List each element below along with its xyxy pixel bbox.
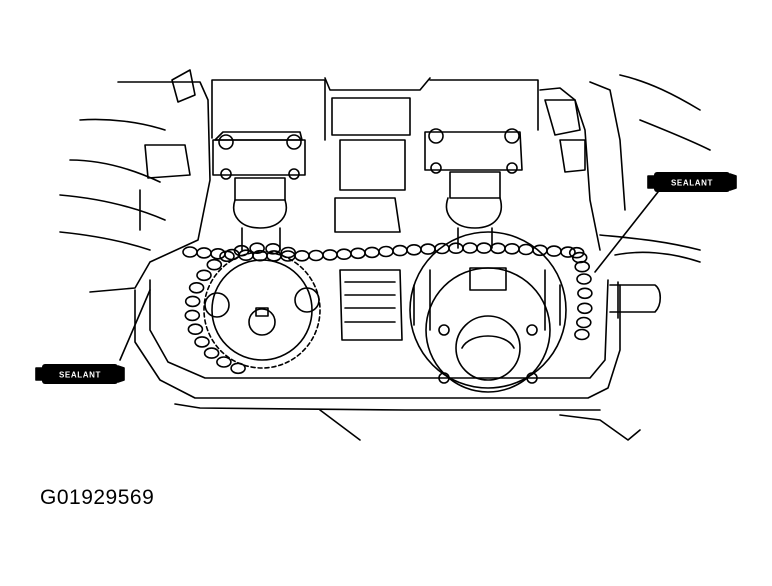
chain-link [249,242,265,254]
chain-link [448,242,464,254]
chain-link [322,249,338,261]
chain-link [219,250,235,263]
chain-link [336,248,352,260]
chain-link [210,248,226,260]
vvt-actuator [409,231,567,393]
chain-link [182,246,198,258]
chain-link [203,347,220,359]
chain-link [434,242,450,255]
chain-link [576,273,592,285]
chain-link [574,260,591,273]
cam-bearing-cap-left [212,131,306,251]
chain-link [308,249,324,262]
cam-bearing-cap-right [424,128,523,249]
chain-link [476,242,492,254]
sealant-label-left: SEALANT [59,371,101,380]
chain-link [184,309,201,322]
chain-link [196,247,212,259]
chain-link [206,258,223,271]
timing-chain [182,242,593,375]
sealant-label-right: SEALANT [671,179,713,188]
chain-link [280,246,297,259]
chain-link [576,302,593,315]
chain-link [518,243,534,256]
chain-link [504,243,520,255]
chain-link [184,295,201,308]
chain-link [420,243,436,255]
chain-link [532,244,548,257]
chain-link [194,336,210,348]
chain-link [560,246,576,258]
cylinder-head-ribs [331,97,586,233]
chain-link [216,356,232,368]
sealant-callout-right: SEALANT [647,172,737,192]
chain-link [406,244,422,256]
chain-link [575,316,592,329]
camshaft-end [609,281,662,319]
chain-link [392,244,408,257]
cam-sprocket-left [203,251,321,369]
figure-id: G01929569 [40,486,155,509]
chain-link [196,269,212,282]
chain-link [350,247,366,260]
chain-link [462,242,478,254]
timing-cover-gasket [134,279,641,441]
chain-link [577,287,593,300]
chain-link [187,323,204,336]
chain-link [378,245,394,258]
chain-link [188,281,205,294]
chain-tensioner [339,269,403,341]
chain-link [546,245,562,257]
chain-link [294,250,310,262]
chain-link [364,246,380,259]
chain-link [490,242,506,255]
sealant-callout-left: SEALANT [35,364,125,384]
chain-link [230,362,246,375]
engine-block-outline [59,69,711,293]
chain-link [574,328,590,341]
leader-lines [119,191,659,361]
